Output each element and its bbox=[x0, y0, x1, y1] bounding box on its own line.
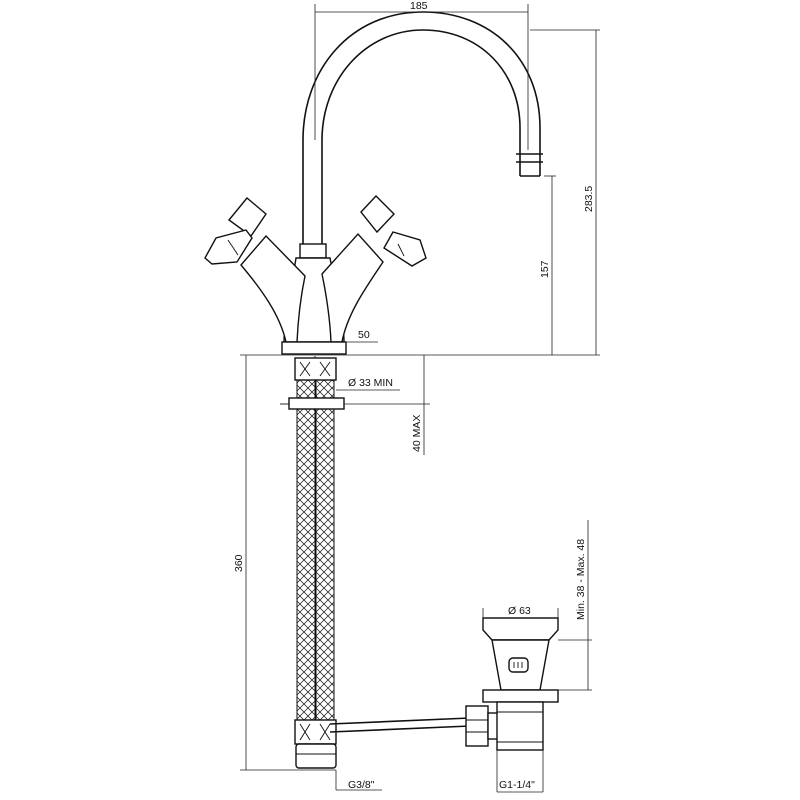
spout-outer bbox=[302, 11, 541, 246]
faucet-body bbox=[204, 11, 543, 355]
label-total-height: 283.5 bbox=[583, 186, 595, 212]
drain-tailpiece bbox=[496, 701, 544, 751]
base-plate bbox=[281, 341, 347, 355]
label-drain-thread: G1-1/4" bbox=[499, 779, 535, 791]
dimension-labels: 185 283.5 157 50 Ø 33 MIN 40 MAX 360 Ø 6… bbox=[233, 0, 595, 791]
label-drain-range: Min. 38 - Max. 48 bbox=[575, 539, 587, 620]
hose-lower-fitting bbox=[294, 719, 337, 745]
label-drain-diameter: Ø 63 bbox=[508, 605, 531, 617]
label-spout-reach: 185 bbox=[410, 0, 428, 12]
left-valve-arm bbox=[240, 234, 306, 343]
supply-hose-assembly bbox=[280, 356, 345, 769]
hose-end-nut bbox=[295, 743, 337, 769]
label-spout-height: 157 bbox=[539, 260, 551, 278]
overflow-slot bbox=[508, 657, 529, 673]
right-valve-arm bbox=[321, 232, 384, 343]
label-hose-length: 360 bbox=[233, 554, 245, 572]
right-handle bbox=[360, 194, 427, 267]
linkage-rod-top bbox=[329, 717, 471, 725]
spout-inner bbox=[321, 29, 521, 246]
hose-upper-fitting bbox=[294, 357, 337, 381]
left-handle bbox=[204, 197, 267, 265]
label-hole-diameter: Ø 33 MIN bbox=[348, 377, 393, 389]
dimension-lines bbox=[240, 4, 600, 793]
mounting-nut bbox=[288, 397, 345, 410]
drain-flange bbox=[482, 617, 559, 641]
pivot-nut bbox=[465, 705, 489, 747]
drain-locknut bbox=[482, 689, 559, 703]
hose-right bbox=[315, 379, 335, 721]
label-base-diameter: 50 bbox=[358, 329, 370, 341]
label-hose-thread: G3/8" bbox=[348, 779, 375, 791]
spout-collar bbox=[299, 243, 327, 259]
spout-tip bbox=[516, 153, 543, 177]
label-max-thickness: 40 MAX bbox=[411, 415, 423, 452]
hose-left bbox=[296, 379, 316, 721]
linkage-rod-bottom bbox=[329, 725, 471, 733]
pop-up-drain bbox=[329, 617, 559, 751]
